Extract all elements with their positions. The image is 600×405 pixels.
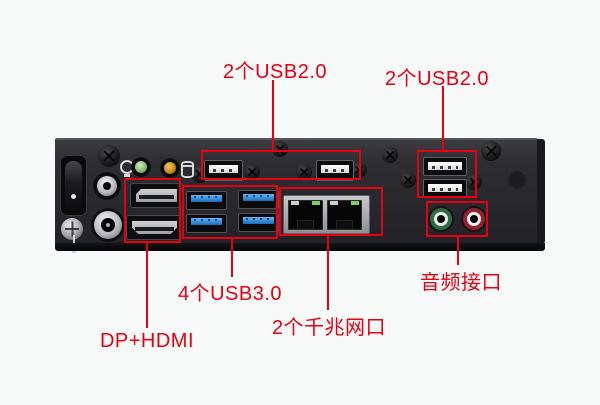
- callout-box-audio: [426, 201, 488, 237]
- screw-icon: [466, 174, 482, 190]
- callout-line: [146, 243, 148, 328]
- screw-icon: [382, 147, 398, 163]
- screw-icon: [296, 164, 312, 180]
- ethernet-block: [283, 195, 370, 234]
- usb3-port: [186, 191, 227, 210]
- screw-icon: [244, 164, 260, 180]
- callout-label-usb2-side: 2个USB2.0: [384, 68, 490, 90]
- hdd-led: [164, 162, 176, 174]
- ground-bar: [72, 251, 76, 253]
- ethernet-link-led: [351, 201, 359, 205]
- antenna-hole: [508, 171, 526, 189]
- usb2-port: [316, 160, 354, 181]
- usb2-port: [204, 160, 243, 181]
- usb3-port: [238, 190, 279, 209]
- callout-box-usb3: [182, 185, 278, 239]
- callout-box-usb2-top: [201, 150, 361, 180]
- displayport-port: [130, 183, 183, 208]
- screw-icon: [400, 172, 416, 188]
- ethernet-port: [327, 200, 362, 230]
- callout-line: [327, 236, 329, 310]
- hdmi-port: [126, 215, 183, 240]
- callout-box-dp-hdmi: [124, 178, 181, 243]
- power-rocker: [65, 161, 82, 210]
- mic-jack: [463, 208, 485, 230]
- screw-icon: [272, 141, 288, 157]
- ethernet-link-led: [312, 201, 320, 205]
- hdmi-connector: [132, 221, 177, 234]
- usb3-port: [186, 214, 227, 233]
- line-out-jack: [430, 208, 452, 230]
- chassis-bottom: [55, 243, 545, 251]
- ethernet-activity-led: [291, 201, 299, 205]
- displayport-connector: [136, 189, 177, 202]
- screw-icon: [98, 145, 120, 167]
- screw-icon: [481, 141, 501, 161]
- callout-line: [442, 86, 444, 150]
- callout-label-usb3: 4个USB3.0: [177, 283, 283, 305]
- hdd-indicator-icon: [181, 161, 194, 178]
- ground-symbol-icon: [73, 235, 75, 243]
- chassis-side: [537, 139, 545, 243]
- audio-jack-hole: [103, 182, 111, 190]
- callout-label-audio: 音频接口: [420, 272, 502, 294]
- power-led: [135, 161, 147, 173]
- callout-label-usb2-top: 2个USB2.0: [222, 61, 328, 83]
- callout-label-lan: 2个千兆网口: [271, 317, 387, 339]
- callout-box-lan: [279, 187, 383, 236]
- callout-box-usb2-side: [417, 150, 477, 198]
- dc-power-pin: [106, 223, 110, 227]
- ground-screw: [61, 218, 83, 240]
- power-dot-icon: [71, 194, 76, 199]
- usb2-port: [423, 157, 467, 176]
- ethernet-activity-led: [330, 201, 338, 205]
- usb3-port: [238, 213, 279, 232]
- callout-line: [272, 80, 274, 150]
- power-switch: [60, 155, 87, 216]
- callout-label-dp-hdmi: DP+HDMI: [99, 330, 195, 352]
- callout-line: [457, 237, 459, 265]
- callout-line: [231, 239, 233, 277]
- ethernet-port: [288, 200, 323, 230]
- rear-io-panel: [55, 138, 537, 253]
